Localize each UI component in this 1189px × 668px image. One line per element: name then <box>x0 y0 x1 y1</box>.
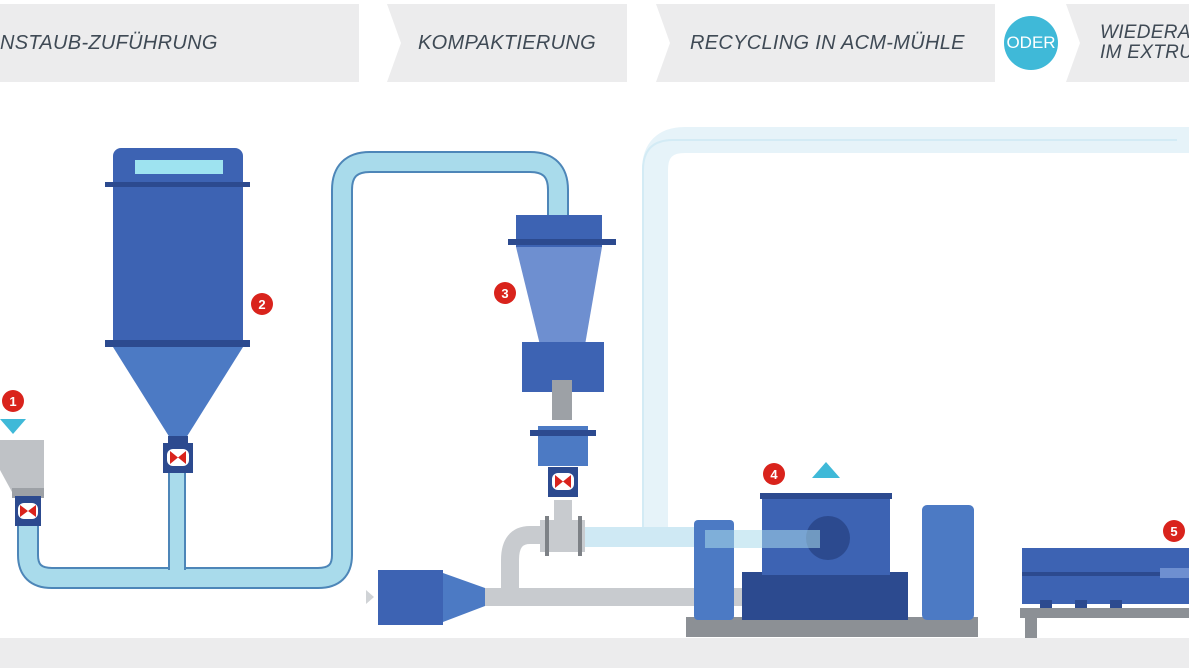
step-header-4-label-line2: IM EXTRU <box>1100 42 1189 63</box>
cyclone <box>508 215 616 466</box>
step-header-1-label: NSTAUB-ZUFÜHRUNG <box>0 31 218 54</box>
acm-mill <box>686 462 978 637</box>
step-header-4-label-line1: WIEDERA <box>1100 22 1189 43</box>
step-header-3-label: RECYCLING IN ACM-MÜHLE <box>690 31 965 54</box>
oder-badge: ODER <box>1004 16 1058 70</box>
feed-hopper <box>0 419 44 498</box>
extruder <box>1020 548 1189 638</box>
valve-icon <box>163 443 193 473</box>
marker-3: 3 <box>494 282 516 304</box>
oder-label: ODER <box>1006 33 1056 52</box>
return-pipe <box>642 127 1189 540</box>
silo <box>105 148 250 444</box>
conveying-pipe <box>17 151 569 589</box>
valve-icon <box>15 496 41 526</box>
marker-2: 2 <box>251 293 273 315</box>
blower <box>366 570 485 625</box>
feed-arrow-icon <box>0 419 26 434</box>
floor-band <box>0 638 1189 668</box>
step-header-2-label: KOMPAKTIERUNG <box>418 31 596 54</box>
marker-4: 4 <box>763 463 785 485</box>
step-header-4: WIEDERA IM EXTRU <box>1066 4 1189 82</box>
exhaust-arrow-icon <box>812 462 840 478</box>
step-header-2: KOMPAKTIERUNG <box>387 4 627 82</box>
valve-icon <box>548 467 578 497</box>
step-header-1: NSTAUB-ZUFÜHRUNG <box>0 4 359 82</box>
marker-5: 5 <box>1163 520 1185 542</box>
step-header-3: RECYCLING IN ACM-MÜHLE <box>656 4 995 82</box>
marker-1: 1 <box>2 390 24 412</box>
